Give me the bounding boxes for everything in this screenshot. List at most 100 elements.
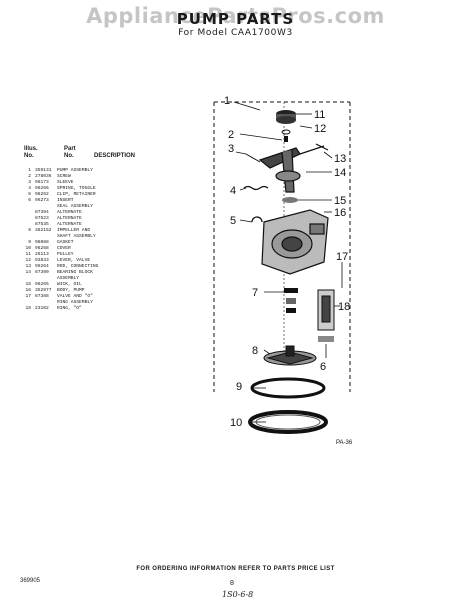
part-description: VALVE AND "O" — [57, 294, 93, 299]
watermark-text: AppliancePartsPros.com — [86, 4, 385, 28]
illus-number: 10 — [25, 246, 31, 251]
parts-row: 11 26113 PULLEY — [22, 252, 172, 258]
header-no: No. — [24, 153, 34, 159]
part-description: ALTERNATE — [57, 216, 82, 221]
illus-number: 6 — [28, 198, 31, 203]
part-number: 96268 — [35, 246, 49, 251]
part-description: INSERT — [57, 198, 74, 203]
parts-row: RING ASSEMBLY — [22, 300, 172, 306]
header-part: Part — [64, 146, 76, 152]
handwritten-note: 1S0-6-8 — [222, 590, 254, 599]
part-number: 96262 — [35, 192, 49, 197]
part-number: 87394 — [35, 210, 49, 215]
part-description: GASKET — [57, 240, 74, 245]
part-description: ROD, CONNECTING — [57, 264, 99, 269]
parts-row: 13 96264 ROD, CONNECTING — [22, 264, 172, 270]
callout-15: 15 — [334, 195, 346, 207]
callout-3: 3 — [228, 143, 234, 155]
page-number: 8 — [230, 580, 234, 587]
page-title: PUMP PARTS — [176, 10, 295, 28]
part-number: 352977 — [35, 288, 52, 293]
seal-assembly-icon — [284, 288, 298, 313]
callout-6: 6 — [320, 361, 326, 373]
part-description: ASSEMBLY — [57, 276, 80, 281]
parts-row: 5 96262 CLIP, RETAINER — [22, 192, 172, 198]
part-number: 96173 — [35, 180, 49, 185]
valve-o-ring-icon — [317, 289, 335, 331]
header-part-no: No. — [64, 153, 74, 159]
washer-icon — [281, 129, 291, 135]
part-description: PUMP ASSEMBLY — [57, 168, 93, 173]
callout-2: 2 — [228, 129, 234, 141]
callout-14: 14 — [334, 167, 346, 179]
bearing-block-icon — [258, 143, 329, 193]
callout-1: 1 — [224, 95, 230, 107]
callout-9: 9 — [236, 381, 242, 393]
illus-number: 9 — [28, 240, 31, 245]
callout-16: 16 — [334, 207, 346, 219]
part-number: 87390 — [35, 270, 49, 275]
ordering-footer: FOR ORDERING INFORMATION REFER TO PARTS … — [136, 566, 335, 572]
part-number: 359131 — [35, 168, 52, 173]
illus-number: 3 — [28, 180, 31, 185]
part-description: SCREW — [57, 174, 71, 179]
part-number: 26113 — [35, 252, 49, 257]
part-number: 87388 — [35, 294, 49, 299]
part-description: BEARING BLOCK — [57, 270, 93, 275]
parts-row: 87523 ALTERNATE — [22, 216, 172, 222]
header-description: DESCRIPTION — [94, 153, 136, 159]
part-description: CLIP, RETAINER — [57, 192, 96, 197]
illus-number: 1 — [28, 168, 31, 173]
callout-18: 18 — [338, 301, 350, 313]
part-number: 362152 — [35, 228, 52, 233]
part-description: ALTERNATE — [57, 210, 82, 215]
pump-body-icon — [261, 209, 329, 275]
part-number: 96265 — [35, 282, 49, 287]
callout-17: 17 — [336, 251, 348, 263]
part-description: PULLEY — [57, 252, 74, 257]
model-subtitle: For Model CAA1700W3 — [178, 28, 293, 38]
part-description: LEVER, VALVE — [57, 258, 91, 263]
illus-number: 11 — [25, 252, 31, 257]
parts-row: 87394 ALTERNATE — [22, 210, 172, 216]
part-number: 93833 — [35, 258, 49, 263]
illus-number: 4 — [28, 186, 31, 191]
illus-number: 8 — [28, 228, 31, 233]
pump-exploded-diagram: 1 2 3 4 5 6 7 8 9 10 11 12 13 14 15 16 1… — [213, 95, 353, 446]
part-description: ALTERNATE — [57, 222, 82, 227]
illus-number: 12 — [25, 258, 31, 263]
part-description: IMPELLER AND — [57, 228, 91, 233]
connecting-rod-icon — [245, 153, 261, 163]
illus-number: 5 — [28, 192, 31, 197]
part-number: 96266 — [35, 186, 49, 191]
part-description: RING ASSEMBLY — [57, 300, 93, 305]
callout-11: 11 — [314, 109, 325, 121]
part-number: 96264 — [35, 264, 49, 269]
insert-icon — [318, 336, 334, 342]
part-number: 278036 — [35, 174, 52, 179]
callout-10: 10 — [230, 417, 242, 429]
part-description: SHAFT ASSEMBLY — [57, 234, 96, 239]
part-description: RING, "O" — [57, 306, 82, 311]
document-number: 369905 — [20, 578, 41, 584]
illus-number: 2 — [28, 174, 31, 179]
parts-row: ASSEMBLY — [22, 276, 172, 282]
toggle-spring-icon — [243, 185, 269, 191]
part-number: 23102 — [35, 306, 49, 311]
impeller-icon — [263, 345, 317, 366]
part-number: 87523 — [35, 216, 49, 221]
parts-table-header: Illus. Part No. No. DESCRIPTION — [24, 146, 135, 160]
callout-12: 12 — [314, 123, 326, 135]
part-description: WICK, OIL — [57, 282, 82, 287]
diagram-code: PA-36 — [336, 440, 353, 446]
part-description: SPRING, TOGGLE — [57, 186, 96, 191]
callout-13: 13 — [334, 153, 346, 165]
illus-number: 13 — [25, 264, 31, 269]
